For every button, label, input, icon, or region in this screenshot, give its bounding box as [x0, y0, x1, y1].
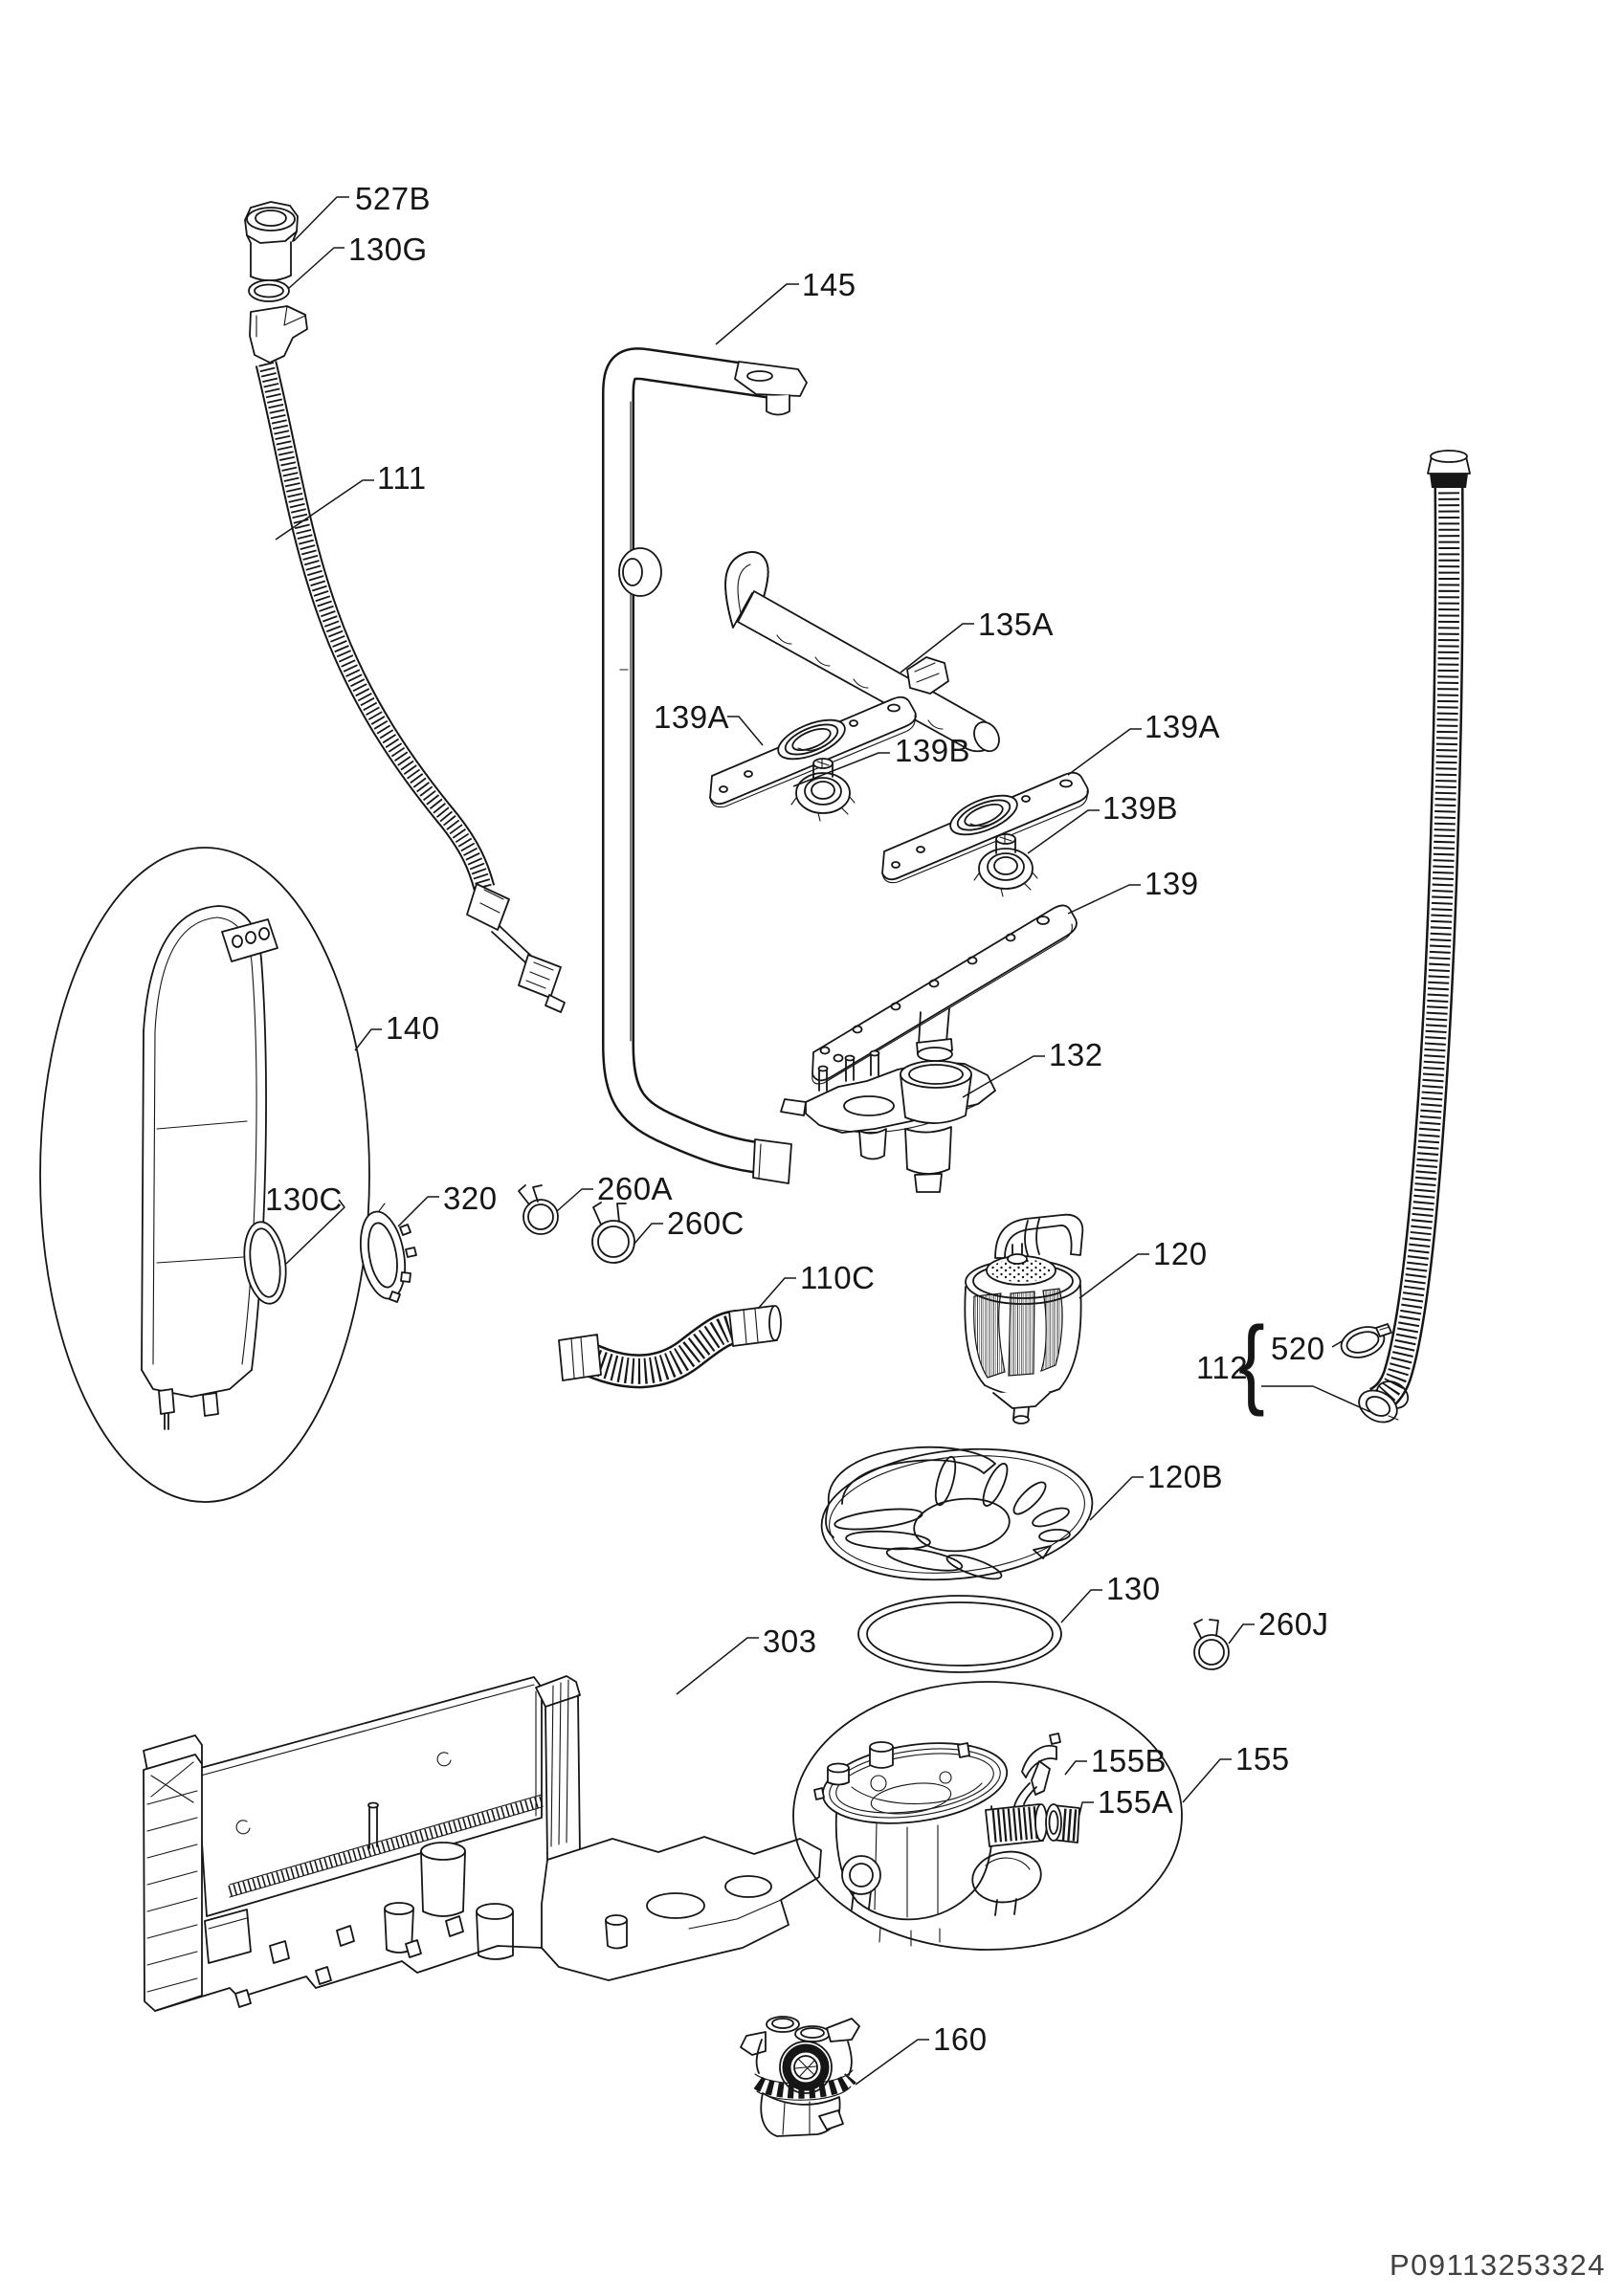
drain-hose-112-drawing [1358, 450, 1471, 1424]
leader-303 [676, 1637, 759, 1695]
label-130C: 130C [265, 1181, 343, 1217]
leader-527B [293, 196, 349, 242]
pipe-145-drawing [602, 347, 808, 1184]
plate-120B-drawing [820, 1446, 1094, 1581]
label-527B: 527B [355, 181, 431, 216]
leader-139 [1067, 884, 1141, 915]
part-labels: 527B 130G 145 111 135A 139A 139B 139A 13… [265, 181, 1329, 2057]
label-120: 120 [1153, 1236, 1208, 1271]
oring-130G-drawing [248, 279, 290, 302]
leader-130G [287, 247, 345, 290]
label-520: 520 [1271, 1331, 1325, 1366]
leader-145 [715, 283, 799, 345]
leader-520 [1331, 1339, 1345, 1348]
leader-132 [962, 1055, 1045, 1098]
leader-160 [855, 2039, 929, 2086]
coupling-155A-drawing [1045, 1803, 1080, 1843]
hose-110C-drawing [558, 1305, 782, 1389]
bearing-139B-right-drawing [973, 833, 1038, 897]
label-111: 111 [377, 460, 427, 496]
distributor-132-drawing [780, 1049, 996, 1193]
label-139: 139 [1145, 866, 1199, 901]
leader-155B [1064, 1760, 1087, 1776]
leader-111 [275, 479, 374, 541]
label-155: 155 [1235, 1741, 1290, 1777]
label-320: 320 [443, 1181, 498, 1216]
brace-112: { [1238, 1306, 1265, 1417]
clamp-260J-drawing [1193, 1619, 1230, 1670]
document-code: P09113253324 [1390, 2248, 1606, 2282]
panel-140-drawing [39, 847, 370, 1503]
label-139A-right: 139A [1145, 709, 1220, 744]
label-260A: 260A [597, 1171, 673, 1206]
leader-120B [1089, 1476, 1144, 1521]
gasket-130-drawing [857, 1595, 1062, 1673]
leader-135A [900, 623, 974, 673]
oring-130C-drawing [243, 1221, 287, 1305]
leader-130 [1060, 1589, 1102, 1623]
leader-139A-right [1067, 728, 1142, 776]
label-155B: 155B [1091, 1743, 1167, 1778]
label-260C: 260C [667, 1205, 745, 1241]
sump-155-drawing [792, 1681, 1183, 1951]
label-139A-left: 139A [654, 699, 729, 735]
label-139B-left: 139B [895, 733, 970, 768]
label-135A: 135A [978, 607, 1054, 642]
seal-320-drawing [360, 1203, 417, 1303]
leader-260C [633, 1223, 663, 1246]
leader-155A [1078, 1801, 1094, 1816]
label-120B: 120B [1147, 1459, 1223, 1494]
hose-111-drawing [249, 305, 566, 1013]
label-140: 140 [386, 1010, 440, 1046]
label-260J: 260J [1258, 1606, 1329, 1642]
leader-139A-left [727, 716, 764, 746]
label-145: 145 [802, 267, 856, 302]
label-132: 132 [1049, 1037, 1103, 1072]
label-112: 112 [1196, 1350, 1248, 1385]
label-130: 130 [1106, 1571, 1161, 1606]
clamp-260C-drawing [591, 1202, 635, 1264]
leader-139B-left [792, 752, 890, 787]
base-303-drawing [143, 1675, 822, 2012]
clamp-260A-drawing [518, 1184, 559, 1235]
label-160: 160 [933, 2021, 988, 2057]
label-130G: 130G [348, 232, 428, 267]
label-110C: 110C [800, 1260, 875, 1295]
leader-139B-right [1027, 809, 1100, 854]
leader-320 [397, 1196, 439, 1227]
nut-527B-drawing [244, 201, 299, 282]
leader-260A [556, 1188, 593, 1212]
feed-tube-135A-drawing [724, 551, 1000, 753]
leader-112 [1261, 1385, 1371, 1413]
label-139B-right: 139B [1102, 790, 1178, 826]
leader-155 [1182, 1758, 1232, 1803]
clip-155B-drawing [1013, 1733, 1061, 1807]
label-155A: 155A [1098, 1784, 1173, 1820]
label-303: 303 [763, 1623, 817, 1659]
leader-260J [1228, 1623, 1255, 1645]
leader-110C [757, 1277, 796, 1310]
leader-130C [285, 1199, 345, 1265]
leader-140 [354, 1028, 382, 1051]
clamp-520-drawing [1340, 1323, 1392, 1358]
filter-120-drawing [964, 1213, 1084, 1424]
leader-lines [275, 196, 1371, 2086]
leader-120 [1078, 1253, 1149, 1299]
pump-160-drawing [740, 2016, 860, 2137]
